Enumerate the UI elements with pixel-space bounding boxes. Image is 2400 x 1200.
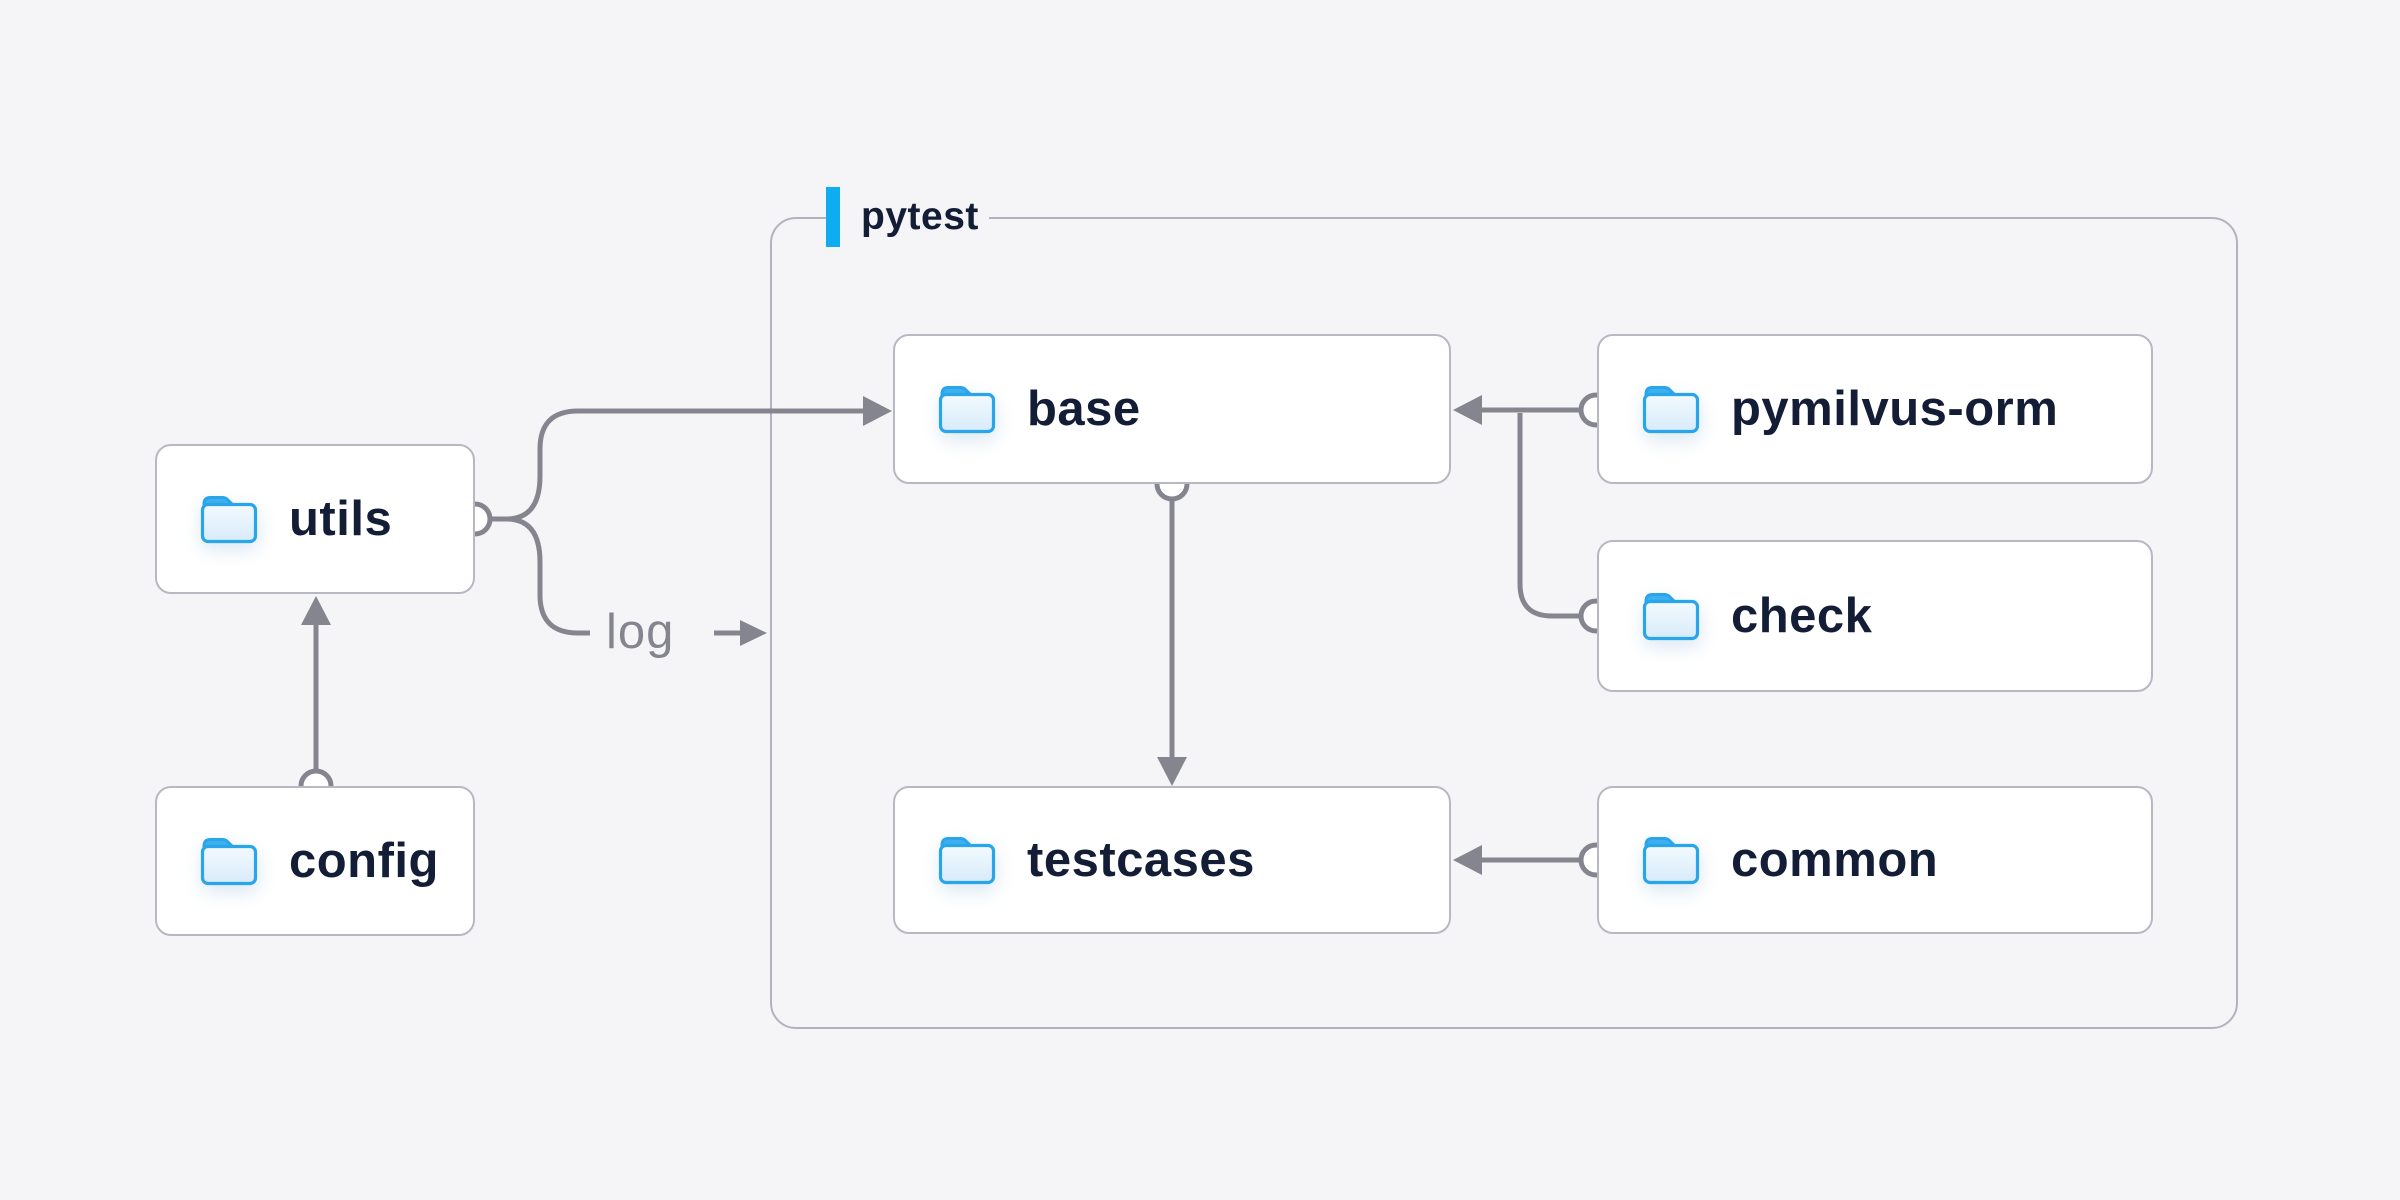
node-check: check <box>1597 540 2153 692</box>
pytest-group-box <box>770 217 2238 1029</box>
folder-icon <box>1639 382 1703 436</box>
node-config: config <box>155 786 475 936</box>
node-common: common <box>1597 786 2153 934</box>
node-label: check <box>1731 589 1873 643</box>
folder-icon <box>197 492 261 546</box>
node-utils: utils <box>155 444 475 594</box>
pytest-group-title: pytest <box>861 195 979 238</box>
folder-icon <box>935 382 999 436</box>
node-base: base <box>893 334 1451 484</box>
folder-icon <box>197 834 261 888</box>
node-label: utils <box>289 492 393 546</box>
folder-icon <box>1639 833 1703 887</box>
pytest-group-label: pytest <box>826 186 989 248</box>
node-label: testcases <box>1027 833 1255 887</box>
edge-label-log: log <box>606 598 674 666</box>
folder-icon <box>935 833 999 887</box>
node-testcases: testcases <box>893 786 1451 934</box>
accent-bar <box>826 187 840 247</box>
node-label: pymilvus-orm <box>1731 382 2059 436</box>
node-pymilvus-orm: pymilvus-orm <box>1597 334 2153 484</box>
folder-icon <box>1639 589 1703 643</box>
node-label: base <box>1027 382 1141 436</box>
node-label: config <box>289 834 439 888</box>
edge-config-to-utils <box>301 596 331 771</box>
edge-label-log-text: log <box>606 605 675 659</box>
node-label: common <box>1731 833 1939 887</box>
